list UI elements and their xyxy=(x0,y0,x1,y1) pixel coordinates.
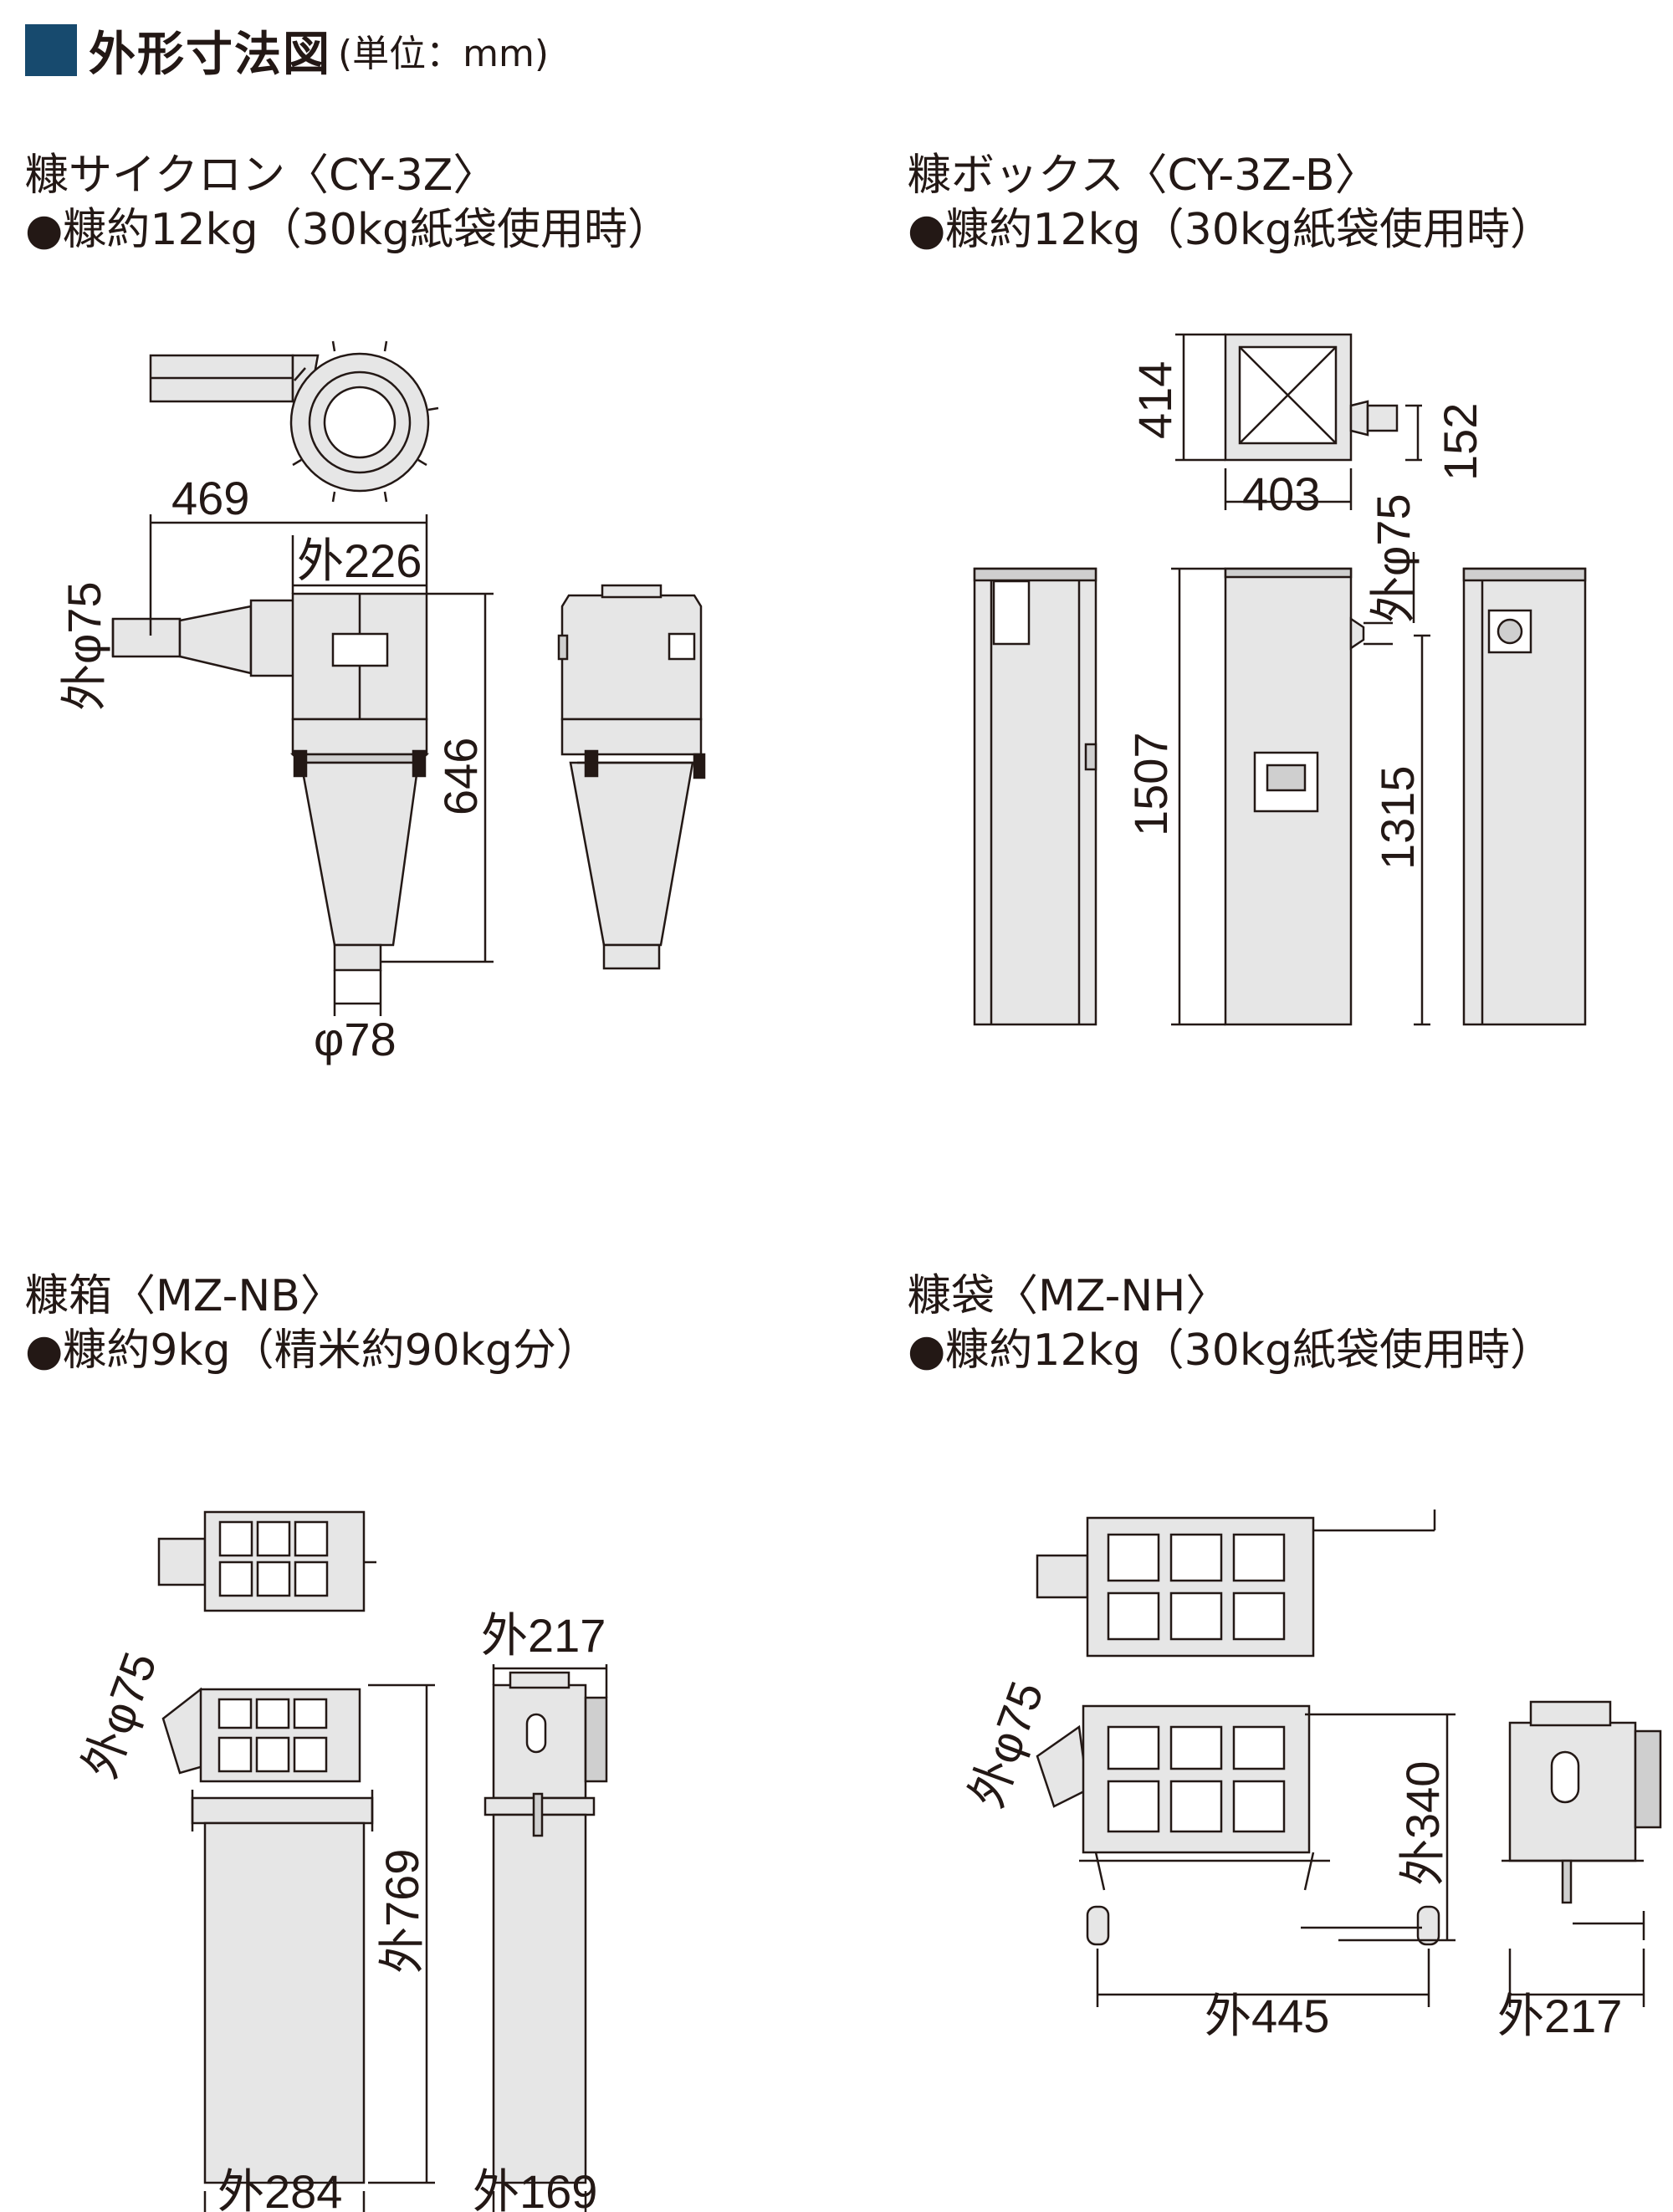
header-square-icon xyxy=(25,24,77,76)
box-dim-height: 1507 xyxy=(1124,732,1177,836)
box-labels: 414 403 152 外φ75 1507 1315 xyxy=(1124,361,1486,870)
box-dim-inlet: 外φ75 xyxy=(1367,493,1420,623)
box-top-view xyxy=(1175,333,1422,510)
bin-dim-height: 外769 xyxy=(376,1849,428,1974)
box-dim-side: 152 xyxy=(1434,403,1486,481)
box-dim-width: 403 xyxy=(1242,467,1320,520)
box-dim-inlet-height: 1315 xyxy=(1371,765,1424,870)
box-title: 糠ボックス〈CY-3Z-B〉 xyxy=(908,151,1379,201)
bag-dim-width: 外445 xyxy=(1205,1990,1329,2042)
bin-side-view xyxy=(483,1664,608,2212)
bin-dim-width: 外284 xyxy=(217,2165,342,2212)
bin-front-view xyxy=(161,1683,435,2212)
cyclone-dim-outer-width: 外226 xyxy=(297,534,422,587)
cyclone-dim-width-top: 469 xyxy=(171,472,249,524)
bin-dim-side-width: 外169 xyxy=(473,2165,597,2212)
bag-title: 糠袋〈MZ-NH〉 xyxy=(908,1271,1230,1321)
bin-dim-top-width: 外217 xyxy=(481,1609,606,1662)
box-front-view xyxy=(1171,552,1430,1026)
box-right-view xyxy=(1462,567,1587,1026)
unit-label: (単位：mm) xyxy=(338,33,550,75)
box-left-view xyxy=(973,567,1097,1026)
page-title: 外形寸法図 xyxy=(89,27,331,82)
cyclone-spec: ●糠約12kg（30kg紙袋使用時） xyxy=(25,205,671,255)
box-dim-depth: 414 xyxy=(1128,361,1181,439)
bag-dim-height: 外340 xyxy=(1396,1761,1449,1886)
bag-spec: ●糠約12kg（30kg紙袋使用時） xyxy=(908,1326,1553,1376)
bin-top-view xyxy=(157,1510,376,1612)
bin-spec: ●糠約9kg（精米約90kg分） xyxy=(25,1326,600,1376)
cyclone-side-view xyxy=(557,584,706,970)
bag-front-view xyxy=(1036,1704,1456,2007)
cyclone-front-view xyxy=(111,592,430,972)
bag-dim-inlet: 外φ75 xyxy=(959,1674,1053,1814)
bin-dim-inlet: 外φ75 xyxy=(73,1645,166,1785)
bag-dim-side-width: 外217 xyxy=(1497,1990,1622,2042)
page-header: 外形寸法図 (単位：mm) xyxy=(25,17,549,84)
cyclone-dimension-lines xyxy=(111,514,494,1016)
bag-top-view xyxy=(1036,1510,1436,1658)
cyclone-labels: 469 外226 646 外φ75 φ78 xyxy=(58,472,487,1065)
bin-title: 糠箱〈MZ-NB〉 xyxy=(25,1271,344,1321)
cyclone-top-view xyxy=(149,340,439,503)
cyclone-title: 糠サイクロン〈CY-3Z〉 xyxy=(25,151,497,201)
cyclone-dim-outlet: φ78 xyxy=(314,1013,397,1065)
cyclone-dim-inlet: 外φ75 xyxy=(58,581,110,711)
cyclone-dim-height: 646 xyxy=(434,738,487,815)
box-spec: ●糠約12kg（30kg紙袋使用時） xyxy=(908,205,1553,255)
bag-side-view xyxy=(1502,1700,1662,2007)
